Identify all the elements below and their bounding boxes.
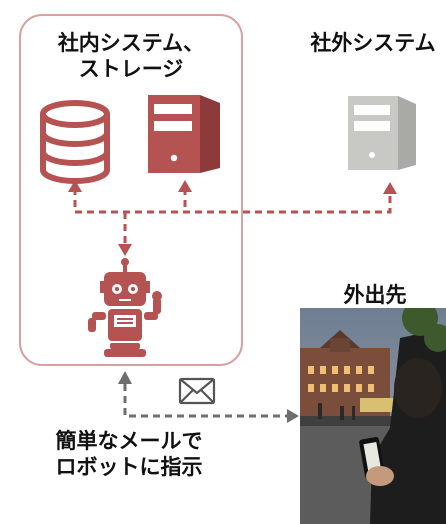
outing-label: 外出先 [343,283,407,307]
external-server-icon [348,96,416,170]
envelope-icon [178,377,216,405]
internal-system-label: 社内システム、 ストレージ [20,30,242,83]
internal-system-label-line2: ストレージ [78,57,184,82]
mail-connector [123,384,288,418]
database-icon [40,100,110,184]
internal-server-icon [148,95,220,173]
instruction-line1: 簡単なメールで [55,429,203,453]
internal-connectors [73,188,392,245]
outing-photo [300,308,446,524]
instruction-line2: ロボットに指示 [55,455,203,480]
internal-system-label-line1: 社内システム、 [57,31,205,55]
robot-icon [88,258,162,357]
mail-arrowheads [118,371,299,423]
internal-arrowheads [68,180,397,256]
external-system-label: 社外システム [310,31,436,55]
internal-system-frame [19,14,243,366]
instruction-label: 簡単なメールで ロボットに指示 [14,428,244,481]
